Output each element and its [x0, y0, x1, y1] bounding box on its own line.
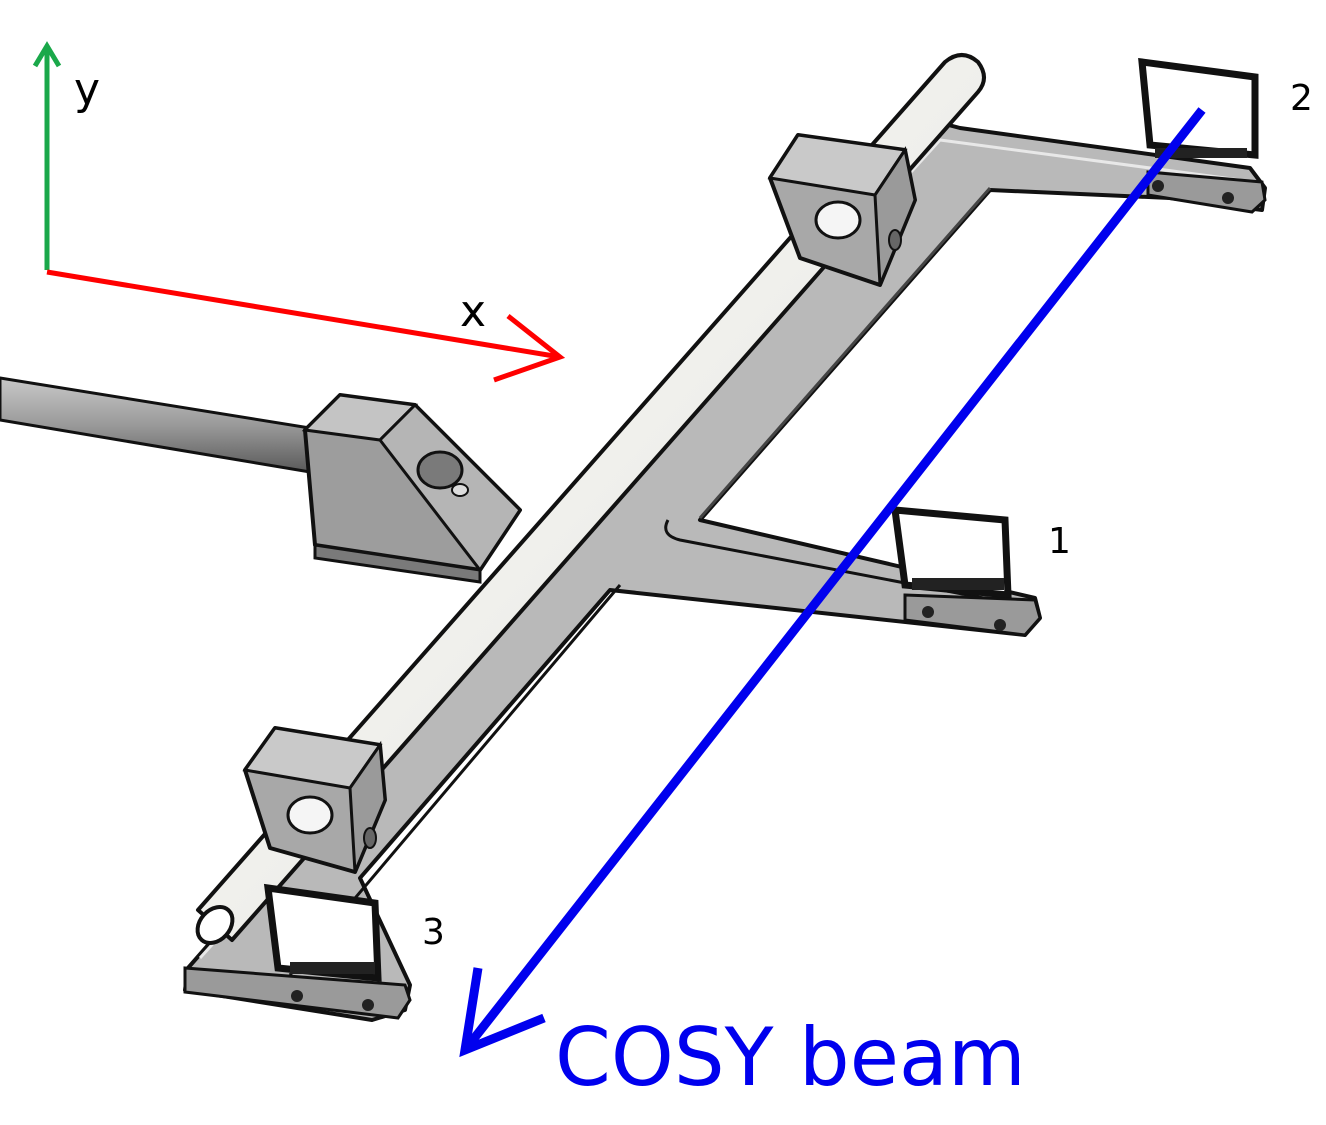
beam-label: COSY beam [555, 1011, 1026, 1104]
frame-plate [183, 118, 1267, 1022]
support-tube [0, 376, 312, 474]
detector-3-label: 3 [422, 912, 445, 953]
clamp-block-bottom [242, 726, 387, 874]
clamp-block-top [767, 133, 917, 287]
detector-1 [890, 506, 1042, 637]
support-bracket [301, 393, 522, 584]
beam-arrow [459, 107, 1206, 1058]
detector-2-label: 2 [1290, 78, 1313, 119]
detector-2 [1138, 57, 1267, 214]
detector-3 [183, 883, 412, 1020]
y-axis-label: y [74, 64, 100, 115]
x-axis-arrow [46, 269, 566, 383]
x-axis-label: x [460, 286, 486, 337]
guide-rod [195, 53, 986, 945]
detector-1-label: 1 [1048, 521, 1071, 562]
y-axis-arrow [32, 41, 62, 270]
